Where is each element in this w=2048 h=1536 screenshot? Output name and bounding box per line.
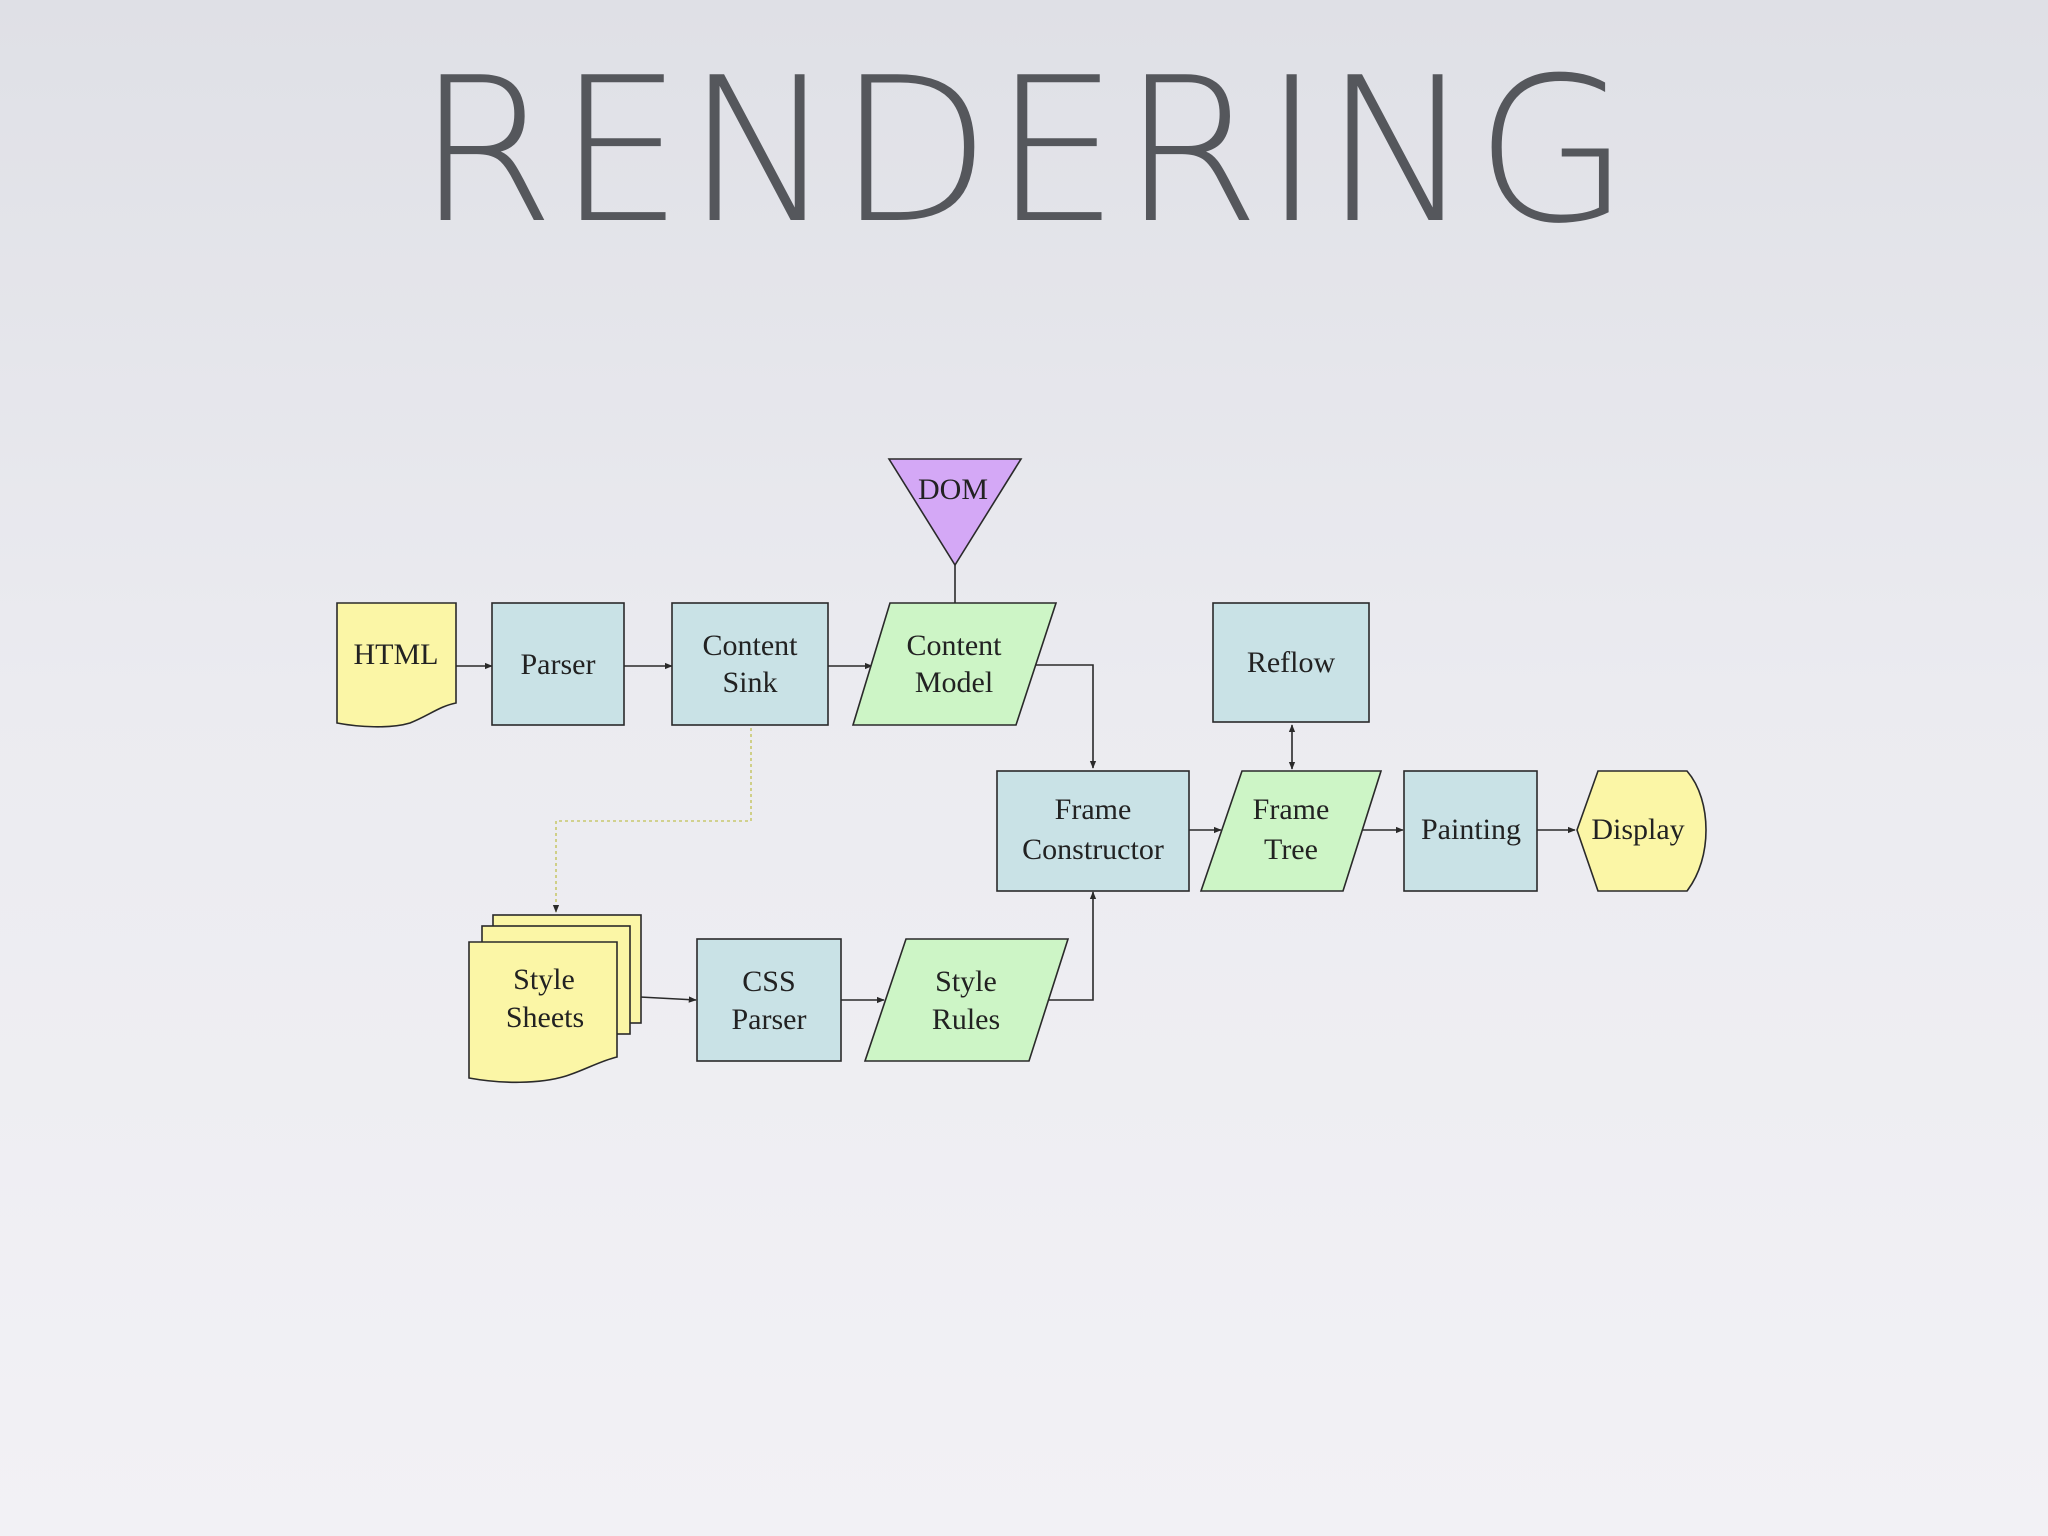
html-label: HTML xyxy=(354,638,439,671)
style-sheets-label-line2: Sheets xyxy=(506,1001,584,1034)
arrow-content-model-to-frame-constructor xyxy=(1036,664,1097,769)
style-rules-label-line2: Rules xyxy=(932,1003,1000,1036)
node-style-sheets: Style Sheets xyxy=(468,914,642,1084)
node-content-sink: Content Sink xyxy=(671,602,829,726)
css-parser-label-line1: CSS xyxy=(742,965,795,998)
node-painting: Painting xyxy=(1403,770,1538,892)
node-content-model: Content Model xyxy=(851,602,1058,726)
display-label: Display xyxy=(1591,813,1684,846)
style-sheets-front-page xyxy=(468,941,618,1084)
content-sink-box xyxy=(671,602,829,726)
painting-box xyxy=(1403,770,1538,892)
node-html: HTML xyxy=(336,602,457,728)
content-model-label-line2: Model xyxy=(915,666,993,699)
style-sheets-label-line1: Style xyxy=(513,963,575,996)
node-display: Display xyxy=(1576,770,1707,892)
css-parser-label-line2: Parser xyxy=(732,1003,807,1036)
content-sink-label-line1: Content xyxy=(703,629,799,662)
node-style-rules: Style Rules xyxy=(863,938,1070,1062)
reflow-box xyxy=(1212,602,1370,723)
dotted-arrow-content-sink-to-style-sheets xyxy=(552,728,752,913)
node-css-parser: CSS Parser xyxy=(696,938,842,1062)
content-model-label-line1: Content xyxy=(907,629,1003,662)
style-rules-label-line1: Style xyxy=(935,965,997,998)
frame-tree-label-line1: Frame xyxy=(1253,793,1330,826)
painting-label: Painting xyxy=(1421,813,1521,846)
parser-label: Parser xyxy=(521,648,596,681)
node-frame-constructor: Frame Constructor xyxy=(996,770,1190,892)
frame-constructor-label-line2: Constructor xyxy=(1022,833,1164,866)
node-reflow: Reflow xyxy=(1212,602,1370,723)
frame-tree-label-line2: Tree xyxy=(1264,833,1318,866)
arrow-style-rules-to-frame-constructor xyxy=(1048,891,1097,1001)
node-frame-tree: Frame Tree xyxy=(1199,770,1383,892)
node-parser: Parser xyxy=(491,602,625,726)
css-parser-box xyxy=(696,938,842,1062)
style-rules-parallelogram xyxy=(863,938,1070,1062)
frame-tree-parallelogram xyxy=(1199,770,1383,892)
dom-triangle xyxy=(887,458,1023,567)
arrow-style-sheets-to-css-parser xyxy=(639,996,697,1003)
content-sink-label-line2: Sink xyxy=(722,666,777,699)
node-dom: DOM xyxy=(887,458,1023,567)
connectors xyxy=(456,565,1576,1004)
html-document-shape xyxy=(336,602,457,728)
frame-constructor-label-line1: Frame xyxy=(1055,793,1132,826)
reflow-label: Reflow xyxy=(1247,646,1336,679)
content-model-parallelogram xyxy=(851,602,1058,726)
parser-box xyxy=(491,602,625,726)
display-hexagon xyxy=(1576,770,1707,892)
slide-title: RENDERING xyxy=(416,35,1632,268)
frame-constructor-box xyxy=(996,770,1190,892)
dom-label: DOM xyxy=(918,473,988,506)
